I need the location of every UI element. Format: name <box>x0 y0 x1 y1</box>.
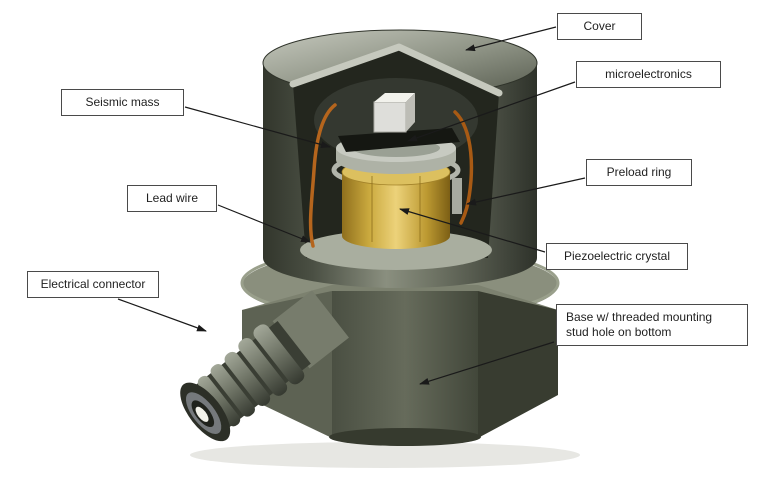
label-cover: Cover <box>557 13 642 40</box>
lead-wire-graphic <box>308 103 474 248</box>
label-electrical-connector: Electrical connector <box>27 271 159 298</box>
leader-arrows <box>117 26 586 385</box>
label-lead-wire: Lead wire <box>127 185 217 212</box>
arrow-lead-wire <box>217 204 311 243</box>
arrow-base <box>419 341 555 385</box>
label-microelectronics: microelectronics <box>576 61 721 88</box>
arrow-electrical-connector <box>117 298 207 332</box>
cutaway-interior <box>289 43 503 270</box>
label-base: Base w/ threaded mounting stud hole on b… <box>556 304 748 346</box>
label-preload-ring: Preload ring <box>586 159 692 186</box>
ground-shadow <box>190 442 580 468</box>
arrow-microelectronics <box>407 81 576 142</box>
arrow-preload-ring <box>466 177 586 206</box>
label-piezoelectric-crystal: Piezoelectric crystal <box>546 243 688 270</box>
arrow-seismic-mass <box>184 106 331 148</box>
connector-graphic <box>180 290 349 442</box>
label-seismic-mass: Seismic mass <box>61 89 184 116</box>
arrow-cover <box>465 26 557 52</box>
cut-rim-highlight <box>289 43 503 97</box>
arrow-piezoelectric-crystal <box>399 208 546 253</box>
